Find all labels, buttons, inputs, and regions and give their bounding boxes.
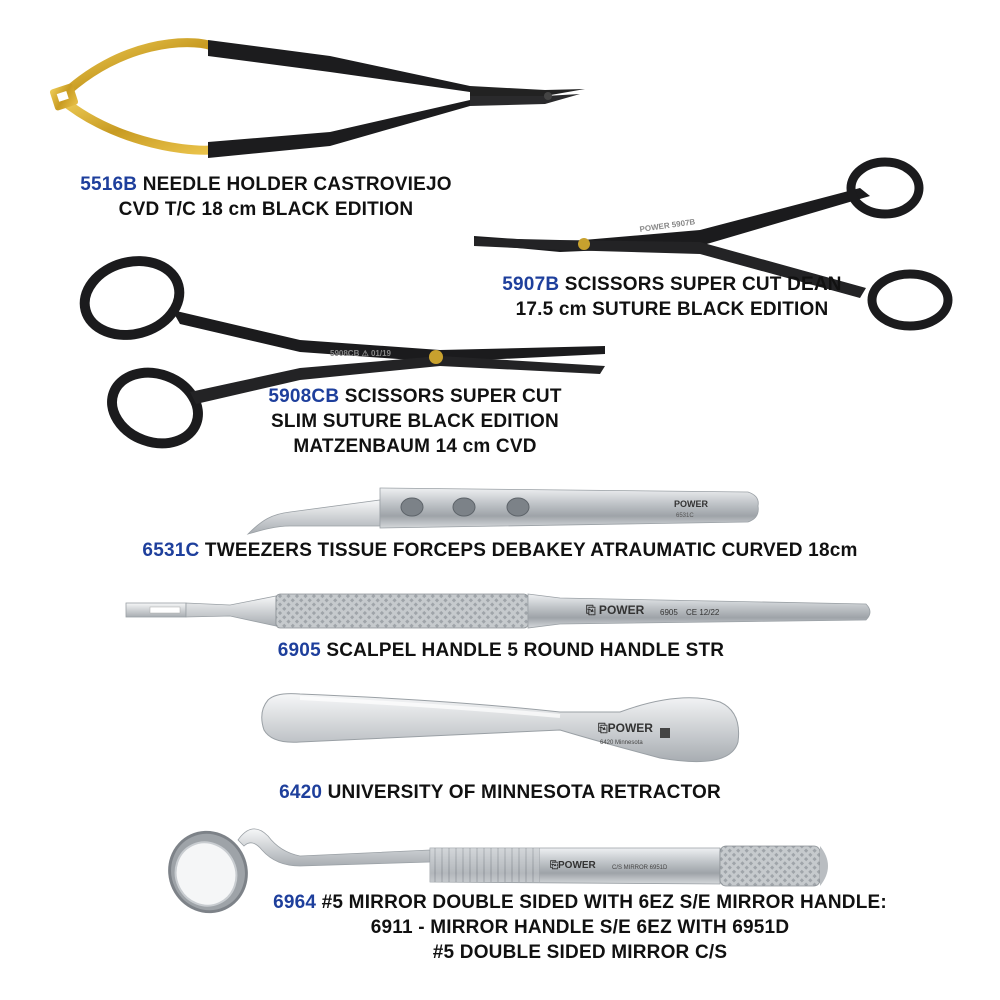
retractor-code-engraving: 6420 Minnesota <box>600 740 643 746</box>
product-code: 5908CB <box>268 386 340 407</box>
product-code: 6420 <box>279 782 323 803</box>
svg-text:5908CB ⚠ 01/19: 5908CB ⚠ 01/19 <box>330 349 392 358</box>
scalpel-date-engraving: CE 12/22 <box>686 608 720 617</box>
retractor-icon: ⎘POWER 6420 Minnesota <box>261 693 740 763</box>
product-title-line: SCISSORS SUPER CUT <box>344 386 562 407</box>
needle-holder-icon <box>49 38 585 158</box>
svg-text:⎘POWER: ⎘POWER <box>550 859 597 871</box>
tweezers-code-engraving: 6531C <box>676 513 694 519</box>
product-code: 5907B <box>502 274 560 295</box>
mirror-code-engraving: C/S MIRROR 6951D <box>612 865 668 871</box>
scalpel-code-engraving: 6905 <box>660 608 678 617</box>
scalpel-handle-icon: ⎘ POWER 6905 CE 12/22 <box>125 593 871 629</box>
tweezers-icon: POWER 6531C <box>246 487 759 535</box>
product-title-line: 6911 - MIRROR HANDLE S/E 6EZ WITH 6951D <box>370 917 790 938</box>
product-label-5907B: 5907B SCISSORS SUPER CUT DEAN 17.5 cm SU… <box>482 272 862 322</box>
product-title-line: #5 MIRROR DOUBLE SIDED WITH 6EZ S/E MIRR… <box>321 892 887 913</box>
product-title-line: SCISSORS SUPER CUT DEAN <box>564 274 842 295</box>
product-label-5516B: 5516B NEEDLE HOLDER CASTROVIEJO CVD T/C … <box>60 172 472 222</box>
product-code: 5516B <box>80 174 138 195</box>
product-label-6964: 6964 #5 MIRROR DOUBLE SIDED WITH 6EZ S/E… <box>250 890 910 965</box>
product-title-line: UNIVERSITY OF MINNESOTA RETRACTOR <box>327 782 721 803</box>
product-title-line: SLIM SUTURE BLACK EDITION <box>271 411 559 432</box>
product-title-line: NEEDLE HOLDER CASTROVIEJO <box>142 174 452 195</box>
dental-mirror-icon: ⎘POWER C/S MIRROR 6951D <box>168 828 828 914</box>
svg-text:⎘ POWER: ⎘ POWER <box>586 603 645 617</box>
product-code: 6531C <box>142 540 200 561</box>
product-title-line: #5 DOUBLE SIDED MIRROR C/S <box>432 942 728 963</box>
dean-scissors-icon: POWER 5907B <box>474 157 953 331</box>
product-label-6420: 6420 UNIVERSITY OF MINNESOTA RETRACTOR <box>248 780 752 805</box>
svg-text:⎘POWER: ⎘POWER <box>598 721 653 735</box>
product-title-line: SCALPEL HANDLE 5 ROUND HANDLE STR <box>326 640 725 661</box>
product-code: 6905 <box>277 640 321 661</box>
product-title-line: TWEEZERS TISSUE FORCEPS DEBAKEY ATRAUMAT… <box>204 540 858 561</box>
product-code: 6964 <box>273 892 317 913</box>
product-title-line: CVD T/C 18 cm BLACK EDITION <box>118 199 414 220</box>
tweezers-brand-engraving: POWER <box>674 499 709 509</box>
metzenbaum-scissors-icon: 5908CB ⚠ 01/19 <box>79 256 605 449</box>
product-title-line: 17.5 cm SUTURE BLACK EDITION <box>515 299 829 320</box>
product-title-line: MATZENBAUM 14 cm CVD <box>293 436 537 457</box>
product-label-6905: 6905 SCALPEL HANDLE 5 ROUND HANDLE STR <box>246 638 756 663</box>
product-label-6531C: 6531C TWEEZERS TISSUE FORCEPS DEBAKEY AT… <box>100 538 900 563</box>
product-label-5908CB: 5908CB SCISSORS SUPER CUT SLIM SUTURE BL… <box>252 384 578 459</box>
